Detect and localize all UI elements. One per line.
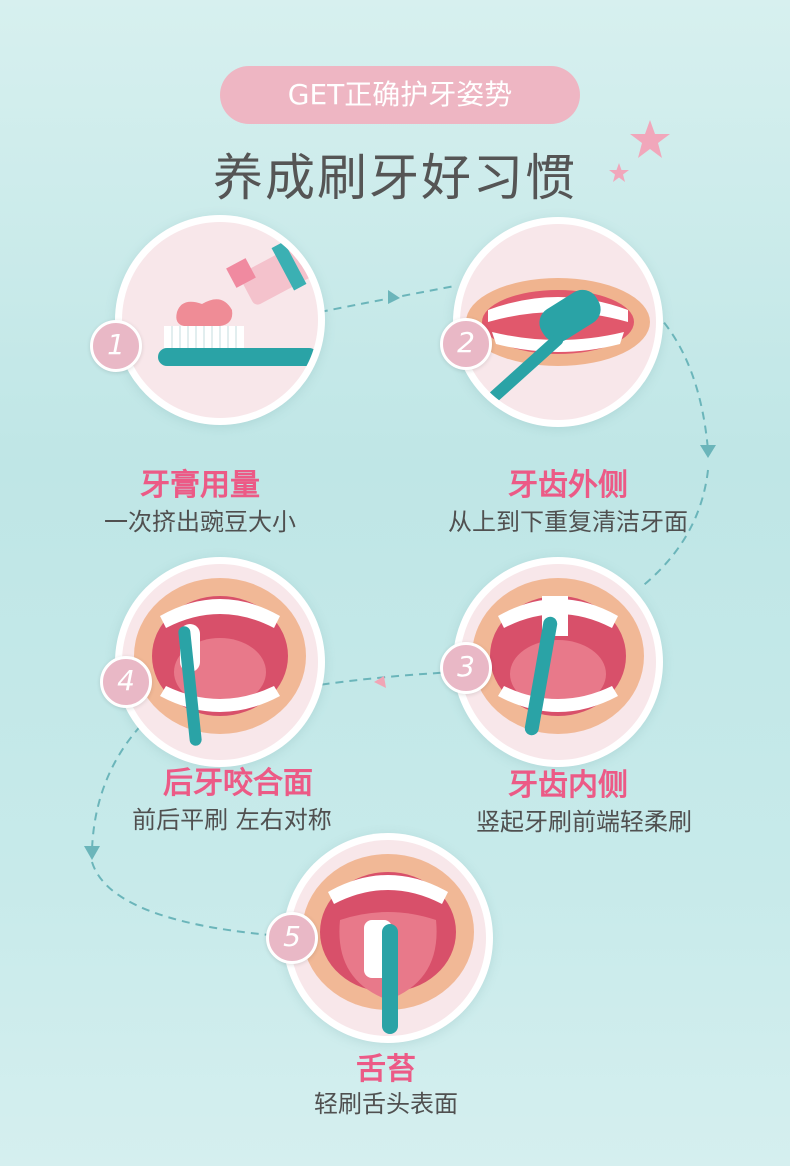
step-4-illustration	[122, 564, 318, 760]
star-icon-large	[630, 120, 670, 158]
star-icon-small	[609, 163, 629, 182]
step-2-illustration	[460, 224, 656, 420]
step-5-number-badge: 5	[266, 912, 318, 964]
step-4-title: 后牙咬合面	[163, 766, 313, 801]
step-2-title: 牙齿外侧	[508, 468, 628, 503]
mouth-outer-teeth-icon	[466, 278, 650, 403]
step-5-illustration	[290, 840, 486, 1036]
step-1-description: 一次挤出豌豆大小	[104, 508, 296, 536]
page-title: 养成刷牙好习惯	[213, 149, 577, 207]
step-4-description: 前后平刷 左右对称	[132, 806, 332, 834]
step-1-number-badge: 1	[90, 320, 142, 372]
mouth-inner-teeth-icon	[472, 578, 644, 736]
step-2-number-badge: 2	[440, 318, 492, 370]
toothpaste-tube-icon	[158, 239, 318, 366]
step-2-description: 从上到下重复清洁牙面	[448, 508, 688, 536]
step-5-description: 轻刷舌头表面	[314, 1090, 458, 1118]
step-3-description: 竖起牙刷前端轻柔刷	[476, 808, 692, 836]
tongue-brushing-icon	[302, 854, 474, 1034]
step-3-number-badge: 3	[440, 642, 492, 694]
step-3-title: 牙齿内侧	[508, 768, 628, 803]
section-badge: GET正确护牙姿势	[220, 66, 580, 124]
step-1-illustration	[122, 222, 318, 418]
step-1-title: 牙膏用量	[140, 468, 260, 503]
step-3-illustration	[460, 564, 656, 760]
step-5-title: 舌苔	[356, 1052, 416, 1087]
mouth-chewing-surface-icon	[134, 578, 306, 746]
step-4-number-badge: 4	[100, 656, 152, 708]
